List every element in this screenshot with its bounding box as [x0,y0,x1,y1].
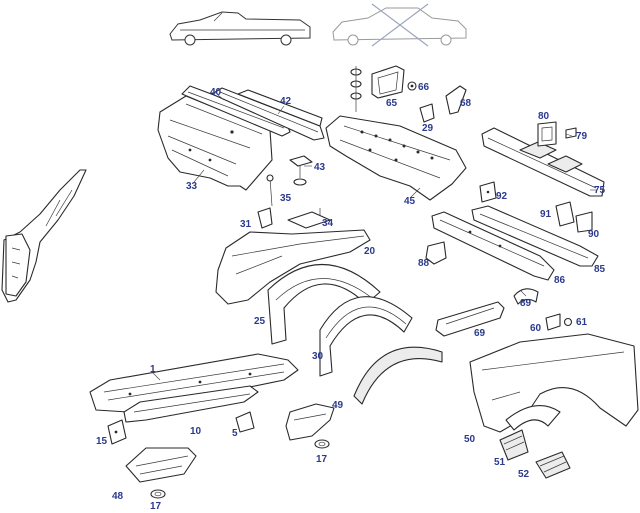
callout-52: 52 [518,469,530,480]
callout-75: 75 [594,185,606,196]
callout-88: 88 [418,258,430,269]
coupe-car-crossed-out-icon [332,3,467,47]
callout-51: 51 [494,457,506,468]
callout-49: 49 [332,400,344,411]
member-75 [481,127,605,197]
callout-86: 86 [554,275,566,286]
callout-5: 5 [232,428,238,439]
callout-29: 29 [422,123,434,134]
callout-60: 60 [530,323,542,334]
lower-panel-52 [535,451,571,479]
callout-50: 50 [464,434,476,445]
callout-25: 25 [254,316,266,327]
floor-piece-48 [125,447,197,483]
floor-piece-49 [285,403,335,441]
callout-85: 85 [594,264,606,275]
callout-20: 20 [364,246,376,257]
clip-61 [563,317,573,327]
callout-40: 40 [210,87,222,98]
bracket-15 [107,419,127,445]
callout-31: 31 [240,219,252,230]
fuel-door-65 [371,65,405,99]
callout-34: 34 [322,218,334,229]
wheelhouse-inner-20 [215,229,371,305]
callout-48: 48 [112,491,124,502]
bumper-stack-part [350,66,362,112]
wheelhouse-outer-30 [319,296,413,377]
bracket-88 [425,241,447,265]
grommet-17b [150,489,166,499]
bracket-31 [257,207,273,229]
rocker-sill-1 [89,353,299,413]
callout-43: 43 [314,162,326,173]
bolt-35 [266,174,274,207]
callout-labels: 1 5 10 15 17 17 20 25 29 30 31 33 34 35 … [96,82,606,512]
callout-17-upper: 17 [316,454,328,465]
bracket-69 [435,301,505,337]
callout-80: 80 [538,111,550,122]
callout-92: 92 [496,191,508,202]
callout-91: 91 [540,209,552,220]
callout-61: 61 [576,317,588,328]
bracket-34 [287,208,331,229]
roadster-car-icon [169,11,311,46]
rail-85 [471,205,599,267]
clamp-89 [513,288,539,305]
callout-17-lower: 17 [150,501,162,512]
callout-33: 33 [186,181,198,192]
callout-68: 68 [460,98,472,109]
bracket-5 [235,411,255,433]
bracket-29 [419,103,435,123]
callout-1: 1 [150,364,156,375]
callout-79: 79 [576,131,588,142]
bracket-68 [445,85,467,115]
inner-sill-10 [123,385,259,423]
rear-rail-42 [211,87,325,141]
reinforcement-80 [537,121,557,147]
bracket-92 [479,181,497,203]
fastener-43 [289,155,313,186]
lower-panel-51 [499,429,529,461]
callout-90: 90 [588,229,600,240]
leader-lines [151,94,596,381]
callout-30: 30 [312,351,324,362]
callout-15: 15 [96,436,108,447]
grommet-17a [314,439,330,449]
bracket-90 [575,211,593,233]
callout-35: 35 [280,193,292,204]
wheel-arch-flare [353,346,443,405]
clip-79 [565,127,577,139]
a-pillar-fragment [1,169,87,303]
fender-50 [469,333,639,433]
clip-66 [407,81,417,91]
rail-86 [431,211,555,281]
callout-69: 69 [474,328,486,339]
callout-42: 42 [280,96,292,107]
callout-10: 10 [190,426,202,437]
callout-66: 66 [418,82,430,93]
callout-89: 89 [520,298,532,309]
callout-45: 45 [404,196,416,207]
callout-65: 65 [386,98,398,109]
clip-60 [545,313,561,331]
bracket-91 [555,201,575,227]
crossmember-45 [325,115,467,201]
